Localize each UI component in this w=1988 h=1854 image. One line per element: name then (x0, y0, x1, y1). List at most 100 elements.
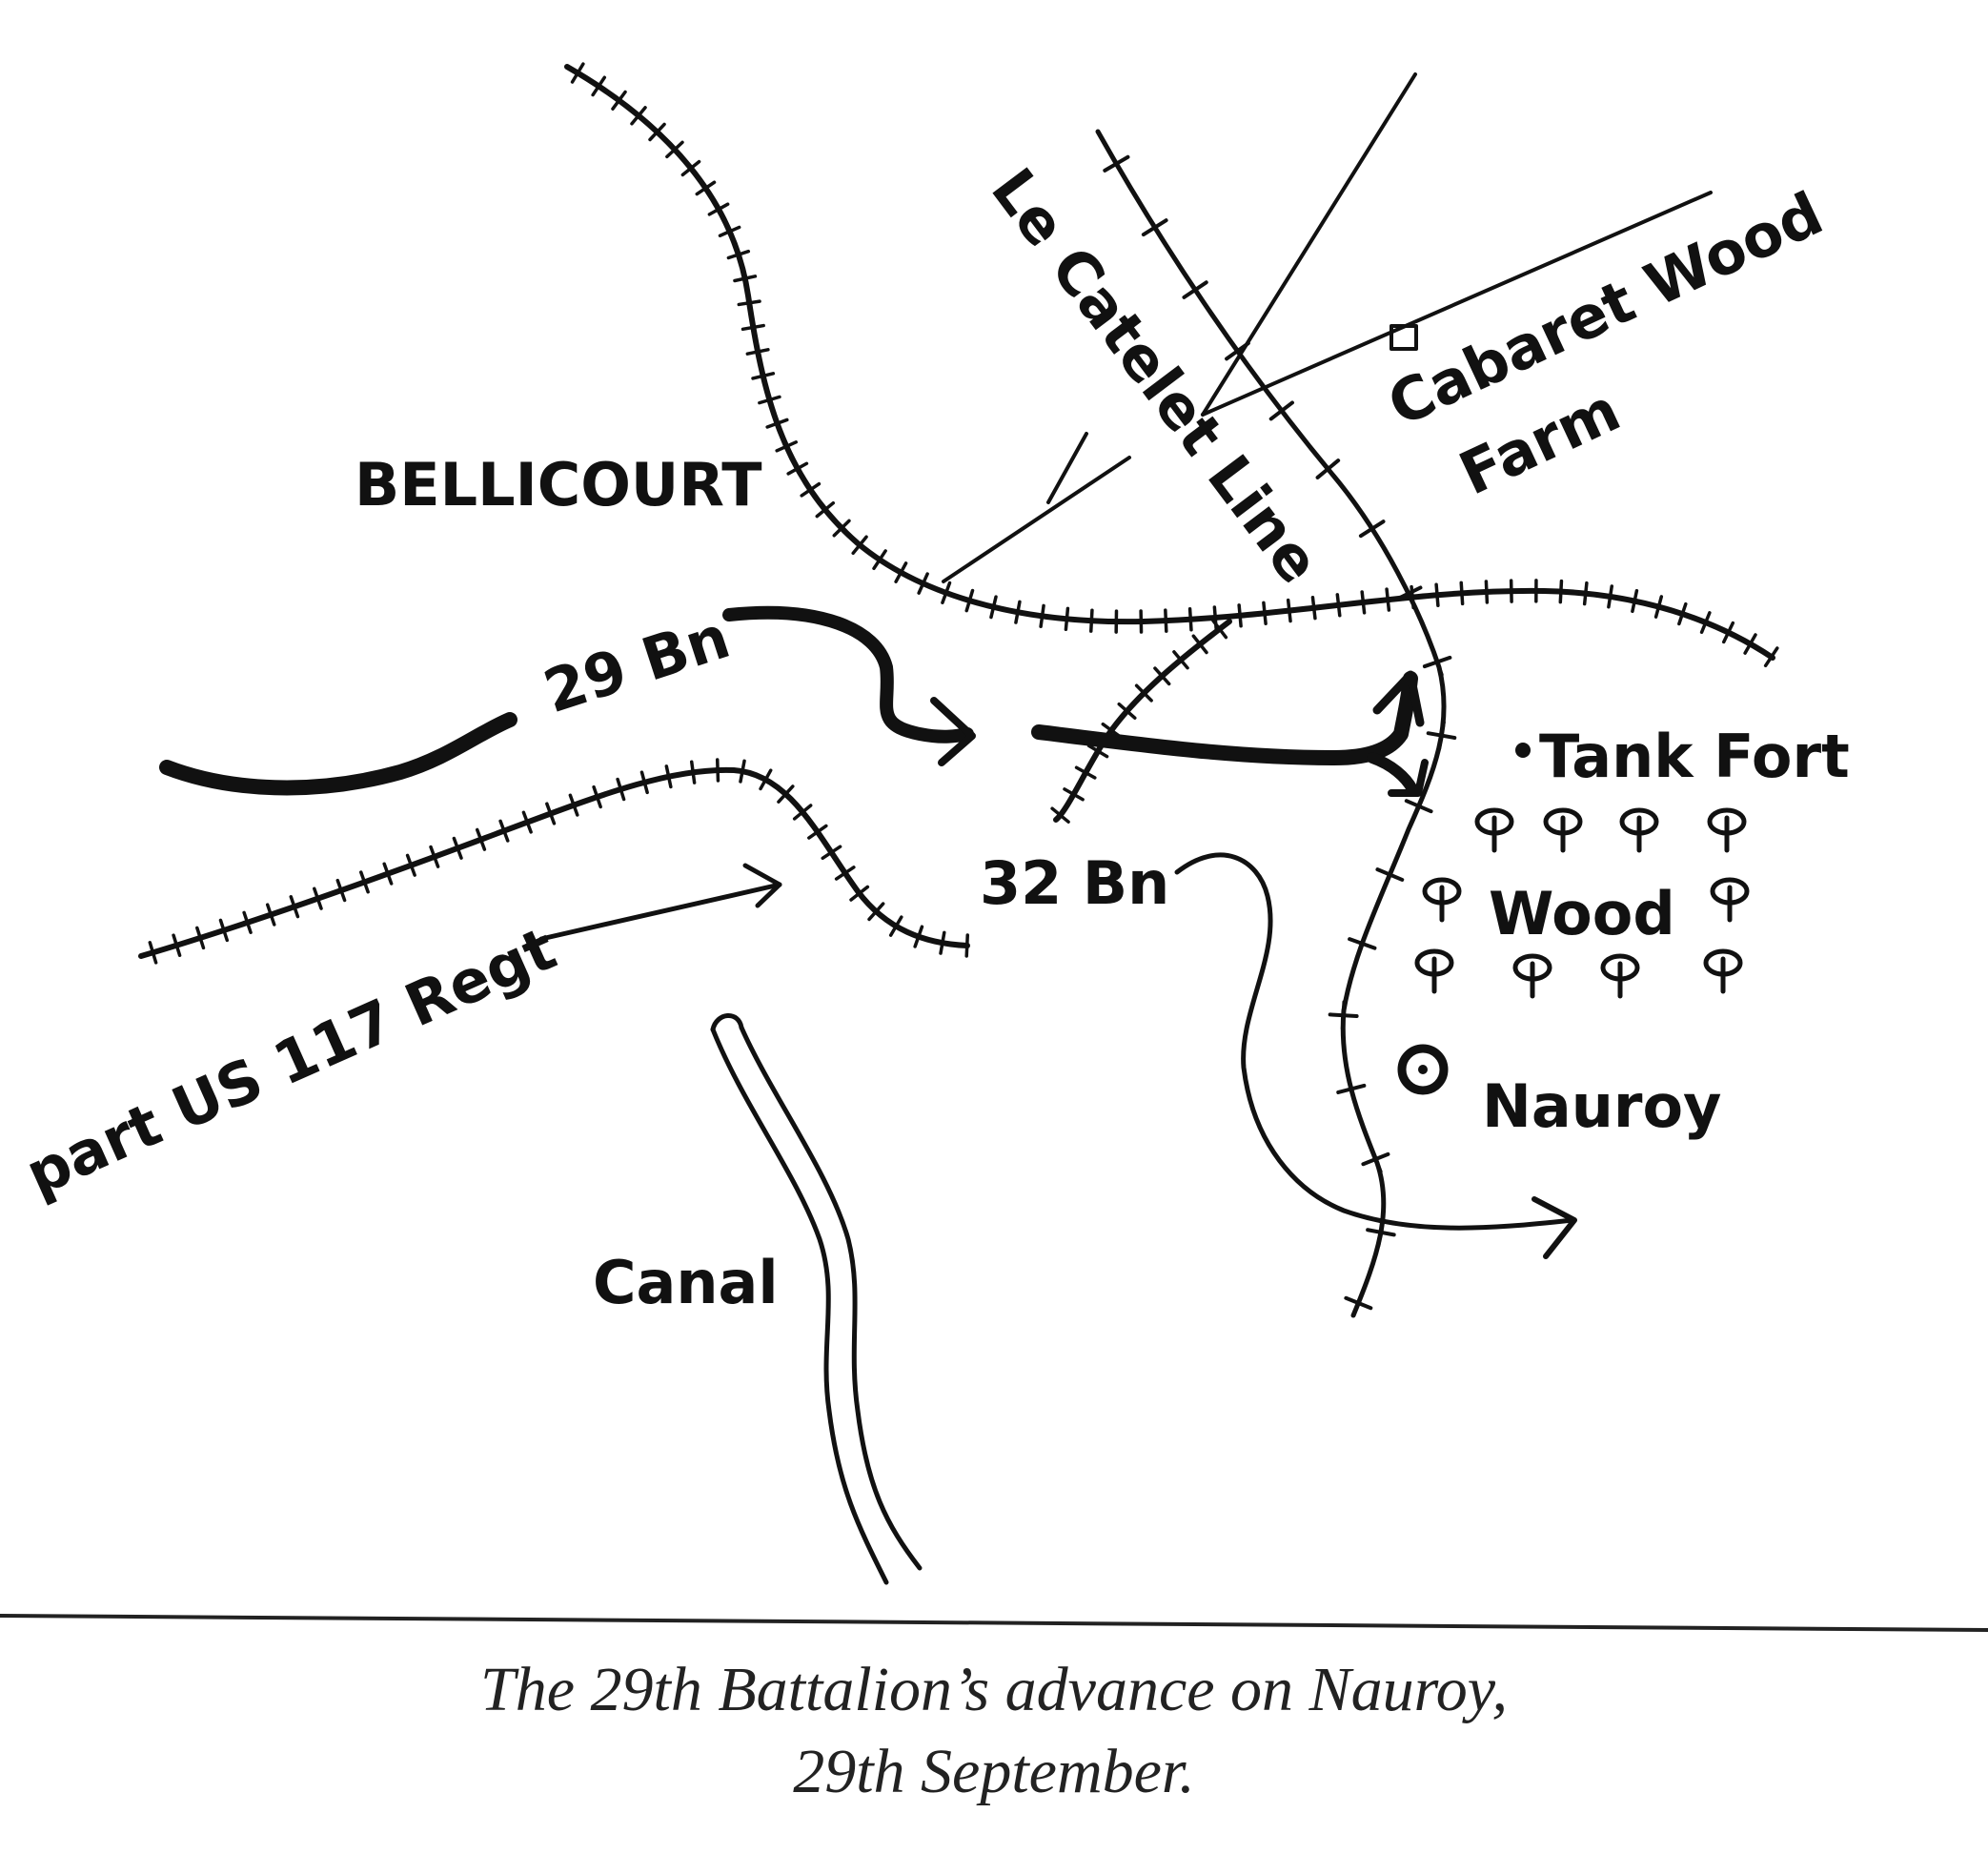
trench-tick (1039, 603, 1045, 628)
trench-tick (452, 836, 463, 860)
trench-tick (733, 275, 758, 283)
trench-tick (1086, 744, 1109, 759)
trench-tick (521, 810, 533, 834)
trench-tick (745, 348, 770, 356)
trench-tick (894, 561, 908, 583)
trench-tick (1484, 580, 1490, 604)
trench-tick (1434, 582, 1440, 607)
trench-tick (695, 180, 717, 196)
trench-tick (429, 845, 440, 868)
wire-cross (1400, 580, 1417, 608)
trench-tick (1237, 603, 1243, 628)
trench-tick (1262, 601, 1268, 625)
trench-tick (775, 440, 799, 453)
trench-tick (941, 581, 952, 604)
trench-tick (1064, 606, 1070, 632)
trench-tick (834, 866, 856, 881)
wire-cross (1355, 928, 1369, 959)
trench-tick (792, 804, 813, 821)
trench-tick (1117, 702, 1137, 720)
trench-tick (172, 933, 182, 957)
trench-tick (917, 572, 929, 595)
trench-tick (475, 827, 487, 851)
tank-fort-dot (1515, 743, 1531, 758)
trench-tick (1385, 587, 1391, 612)
trench-tick (1677, 601, 1688, 626)
advance-29bn-west (159, 712, 517, 796)
trench-tick (648, 122, 666, 142)
trench-tick (872, 549, 887, 571)
trench-tick (664, 764, 673, 789)
advance-us117 (538, 882, 782, 942)
label-canal: Canal (593, 1248, 779, 1317)
trench-tick (242, 910, 253, 934)
trench-tick (707, 202, 730, 216)
label-29bn: 29 Bn (536, 601, 738, 726)
trench-tick (1743, 633, 1757, 655)
trench-tick (639, 770, 649, 795)
trench-tick (1335, 593, 1342, 618)
trench-tick (148, 941, 158, 965)
road-west (942, 456, 1131, 583)
wire-cross (1411, 791, 1427, 821)
trench-tick (726, 249, 751, 260)
trench-tick (498, 819, 510, 843)
trench-tick (758, 395, 781, 405)
trench-tick (913, 925, 924, 948)
wire-cross (1317, 457, 1339, 481)
wire-cross (1382, 860, 1397, 889)
trench-tick (1211, 619, 1228, 640)
road-fork (1046, 432, 1088, 504)
trench-tick (821, 845, 842, 861)
trench-tick (832, 519, 851, 538)
road-cabaret (1201, 191, 1713, 417)
trench-line-north (564, 64, 1775, 661)
trench-tick (739, 759, 746, 784)
trench-tick (1721, 621, 1735, 644)
trench-tick (718, 225, 741, 237)
trench-tick (939, 930, 946, 955)
wire-cross (1107, 150, 1126, 177)
trench-tick (359, 870, 370, 894)
road-north (1201, 72, 1417, 417)
trench-tick (1191, 634, 1208, 655)
trench-line-branch (1053, 619, 1232, 823)
wire-cross (1351, 1289, 1366, 1318)
caption-line-2: 29th September. (793, 1737, 1195, 1806)
trench-tick (786, 461, 809, 476)
wire-cross (1186, 276, 1205, 303)
trench-tick (1459, 581, 1465, 606)
figure-caption: The 29th Battalion’s advance on Nauroy, … (0, 1649, 1988, 1813)
trench-tick (335, 878, 347, 903)
trench-tick (1699, 611, 1712, 634)
trench-tick (689, 760, 697, 784)
wire-cross (1227, 337, 1248, 364)
trench-tick (1014, 600, 1022, 624)
label-bellicourt: BELLICOURT (355, 450, 762, 520)
trench-tick (611, 90, 627, 111)
wire-cross (1346, 1073, 1357, 1104)
advance-29bn-arrowhead-south (1388, 759, 1429, 797)
village-ring-icon (1397, 1044, 1449, 1095)
trench-tick (800, 481, 822, 498)
advance-29bn-arrowhead-mid (930, 697, 976, 766)
trench-tick (680, 159, 701, 177)
trench-tick (218, 918, 230, 943)
wood-trees (1414, 807, 1750, 999)
trench-tick (815, 500, 836, 519)
trench-tick (616, 777, 626, 802)
label-wood: Wood (1489, 879, 1675, 948)
trench-tick (313, 886, 323, 910)
trench-tick (1050, 806, 1070, 824)
trench-tick (751, 372, 776, 380)
trench-tick (665, 140, 684, 159)
trench-tick (1607, 584, 1614, 609)
trench-tick (1172, 650, 1189, 670)
trench-tick (1074, 765, 1097, 780)
trench-tick (568, 793, 579, 817)
trench-tick (1187, 607, 1193, 632)
trench-tick (545, 802, 557, 825)
advance-us117-arrowhead (742, 863, 782, 908)
wire-cross (1376, 1217, 1386, 1248)
